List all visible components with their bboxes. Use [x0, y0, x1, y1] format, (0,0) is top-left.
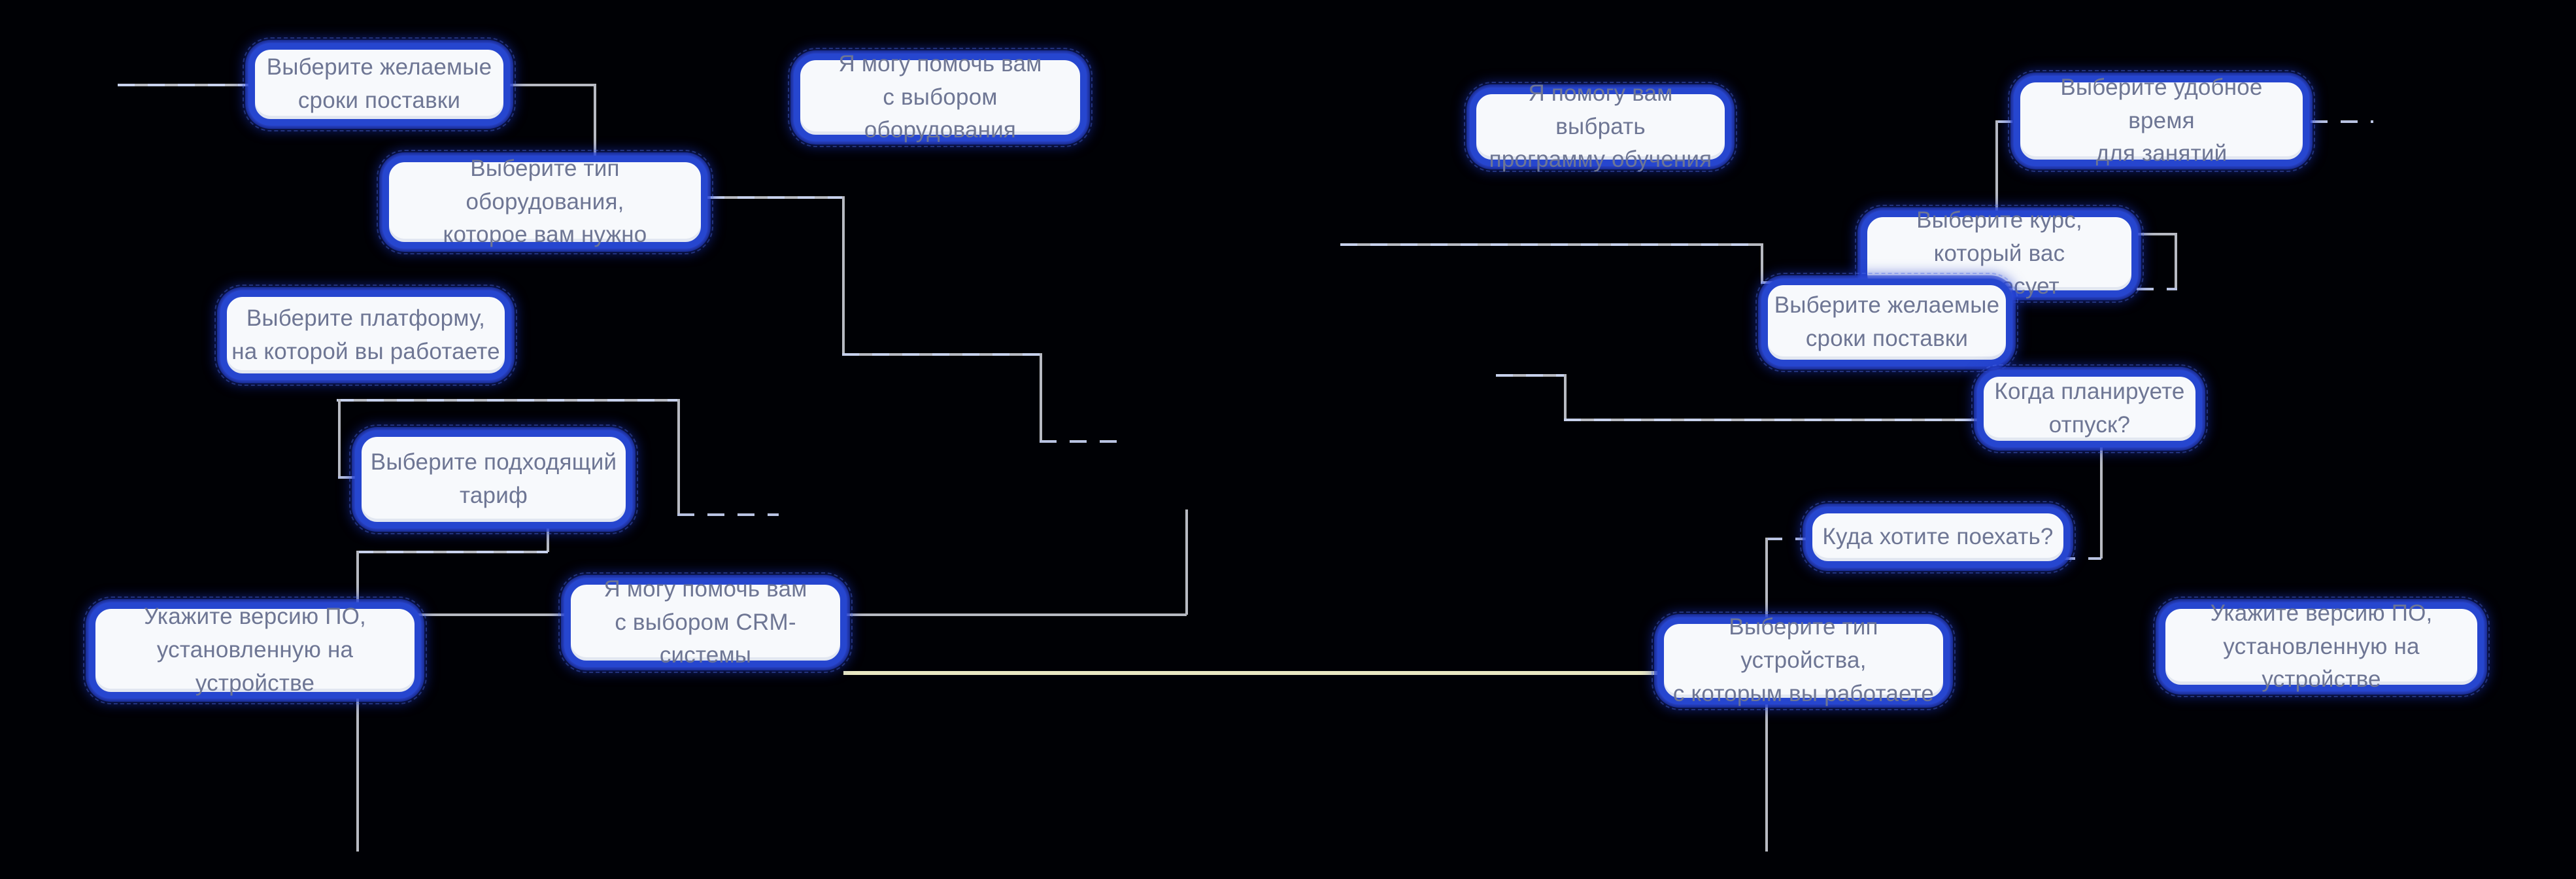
flow-node-help-equipment[interactable]: Я могу помочь вам с выбором оборудования: [788, 48, 1093, 147]
connector-horizontal: [843, 671, 1662, 675]
node-label: Укажите версию ПО, установленную на устр…: [2210, 600, 2433, 693]
flow-node-tariff[interactable]: Выберите подходящий тариф: [349, 424, 638, 534]
node-label: Я могу помочь вам с выбором CRM-системы: [603, 576, 807, 668]
node-label: Выберите желаемые сроки поставки: [266, 54, 492, 113]
node-label: Выберите платформу, на которой вы работа…: [231, 305, 500, 364]
connector-vertical: [356, 551, 359, 852]
connector-vertical: [1564, 374, 1567, 420]
connector-horizontal: [356, 551, 548, 553]
connector-horizontal: [1765, 538, 1807, 540]
connector-vertical: [547, 527, 549, 552]
connector-vertical: [677, 399, 680, 515]
connector-vertical: [2100, 447, 2103, 559]
flow-node-travel[interactable]: Куда хотите поехать?: [1800, 501, 2076, 574]
connector-vertical: [1040, 353, 1042, 441]
node-label: Выберите курс, который вас интересует: [1916, 207, 2082, 300]
connector-vertical: [2175, 233, 2177, 289]
connector-horizontal: [707, 196, 843, 199]
node-label: Когда планируете отпуск?: [1994, 379, 2185, 438]
connector-horizontal: [1340, 243, 1762, 246]
flow-node-time-classes[interactable]: Выберите удобное время для занятий: [2008, 70, 2315, 172]
flow-node-software-right[interactable]: Укажите версию ПО, установленную на устр…: [2153, 596, 2490, 697]
connector-horizontal: [2311, 120, 2373, 123]
connector-horizontal: [337, 399, 679, 402]
connector-horizontal: [842, 353, 1041, 356]
connector-vertical: [1761, 243, 1763, 283]
connector-horizontal: [510, 84, 595, 86]
node-label: Выберите подходящий тариф: [370, 449, 617, 508]
node-label: Укажите версию ПО, установленную на устр…: [144, 604, 366, 696]
connector-vertical: [1185, 509, 1188, 615]
node-label: Я могу помочь вам с выбором оборудования: [838, 50, 1042, 143]
connector-horizontal: [677, 513, 779, 516]
flow-node-software-left[interactable]: Укажите версию ПО, установленную на устр…: [83, 596, 427, 704]
flow-node-equipment-type[interactable]: Выберите тип оборудования, которое вам н…: [377, 150, 713, 254]
flow-node-help-training[interactable]: Я помогу вам выбрать программу обучения: [1464, 80, 1737, 172]
node-label: Выберите тип оборудования, которое вам н…: [443, 155, 647, 248]
connector-horizontal: [1995, 120, 2018, 123]
node-label: Выберите удобное время для занятий: [2060, 74, 2263, 167]
connector-horizontal: [338, 476, 358, 479]
node-label: Выберите тип устройства, с которым вы ра…: [1672, 614, 1935, 706]
flow-node-platform[interactable]: Выберите платформу, на которой вы работа…: [214, 284, 517, 386]
flow-node-help-crm[interactable]: Я могу помочь вам с выбором CRM-системы: [558, 572, 853, 673]
connector-horizontal: [2137, 288, 2177, 290]
flow-node-vacation[interactable]: Когда планируете отпуск?: [1971, 364, 2208, 453]
connector-horizontal: [1040, 440, 1130, 443]
connector-vertical: [842, 196, 845, 354]
node-label: Куда хотите поехать?: [1822, 524, 2054, 550]
connector-horizontal: [1496, 374, 1565, 377]
flow-node-delivery-right[interactable]: Выберите желаемые сроки поставки: [1755, 273, 2018, 372]
node-label: Выберите желаемые сроки поставки: [1774, 292, 2000, 351]
flow-node-delivery-left[interactable]: Выберите желаемые сроки поставки: [243, 37, 516, 131]
connector-horizontal: [118, 84, 248, 86]
connector-horizontal: [2058, 557, 2101, 560]
connector-vertical: [594, 84, 596, 157]
flow-node-device-type[interactable]: Выберите тип устройства, с которым вы ра…: [1652, 612, 1956, 710]
node-label: Я помогу вам выбрать программу обучения: [1489, 80, 1712, 173]
connector-vertical: [1995, 120, 1998, 234]
connector-horizontal: [1564, 419, 1978, 421]
connector-vertical: [338, 399, 341, 477]
